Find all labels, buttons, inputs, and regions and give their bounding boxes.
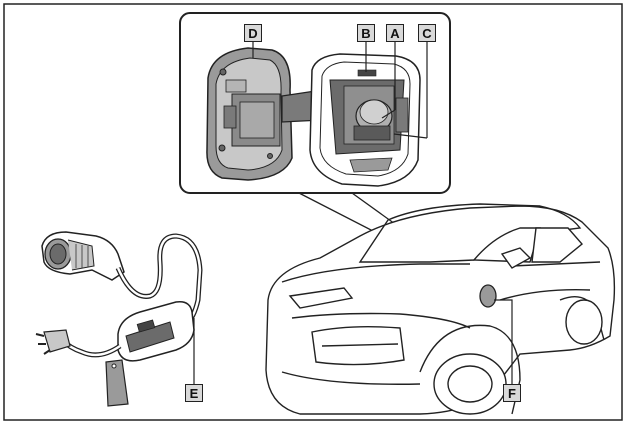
inset-leaders <box>252 41 428 139</box>
charging-cable <box>35 231 203 407</box>
vehicle <box>265 203 616 415</box>
callout-f: F <box>503 384 521 402</box>
callout-b: B <box>357 24 375 42</box>
leader-f <box>494 299 513 384</box>
callout-a: A <box>386 24 404 42</box>
charging-lid <box>206 47 293 181</box>
callout-d: D <box>244 24 262 42</box>
callout-e: E <box>185 384 203 402</box>
charging-inlet <box>309 53 421 187</box>
vehicle-charging-lid <box>479 284 497 308</box>
outer-border <box>3 3 623 421</box>
callout-c: C <box>418 24 436 42</box>
